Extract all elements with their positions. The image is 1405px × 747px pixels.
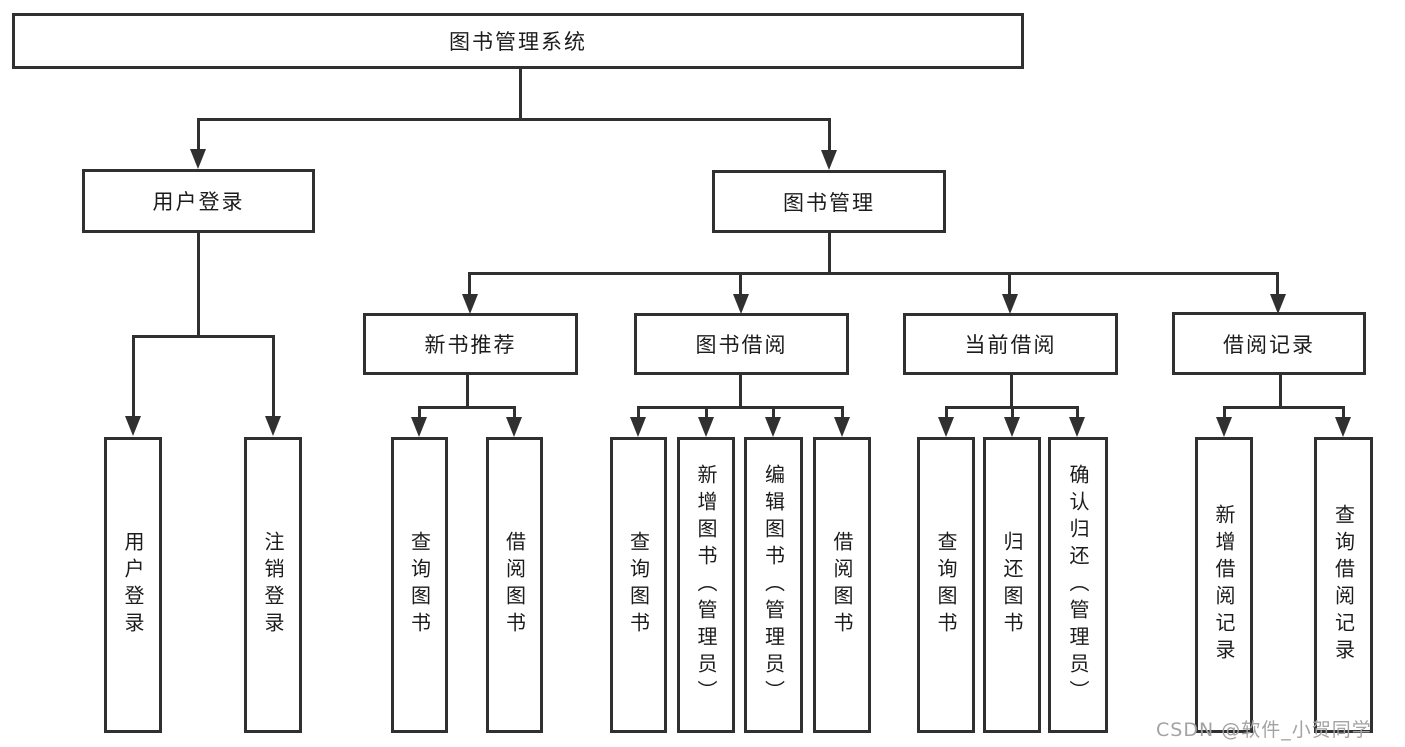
edge-stub-user-login bbox=[197, 118, 200, 151]
leaf-user-login: 用户登录 bbox=[104, 437, 162, 733]
leaf-recommend-query-book: 查询图书 bbox=[391, 437, 448, 733]
node-user-login-label: 用户登录 bbox=[152, 190, 245, 214]
arrow-to-book-management bbox=[821, 150, 837, 170]
arrow-to-new-book-recommend bbox=[462, 294, 478, 314]
edge-stub-bb-add bbox=[705, 406, 708, 420]
leaf-borrowing-add-book-label: 新增图书（管理员） bbox=[694, 463, 718, 707]
edge-book-management-stem bbox=[828, 233, 831, 272]
csdn-watermark: CSDN @软件_小贺同学 bbox=[1156, 719, 1372, 741]
edge-user-login-branch bbox=[132, 335, 275, 338]
edge-stub-leaf-logout bbox=[272, 335, 275, 416]
leaf-records-query-record: 查询借阅记录 bbox=[1314, 437, 1373, 733]
edge-stub-current-borrowing bbox=[1008, 272, 1011, 296]
leaf-current-query-book-label: 查询图书 bbox=[934, 531, 958, 639]
leaf-borrowing-add-book: 新增图书（管理员） bbox=[677, 437, 735, 733]
arrow-to-bb-edit bbox=[765, 417, 781, 437]
arrow-to-cb-query bbox=[938, 417, 954, 437]
leaf-borrowing-edit-book: 编辑图书（管理员） bbox=[744, 437, 803, 733]
leaf-records-add-record: 新增借阅记录 bbox=[1195, 437, 1253, 733]
leaf-borrowing-query-book-label: 查询图书 bbox=[626, 531, 651, 639]
edge-recommend-stem bbox=[466, 375, 469, 406]
edge-stub-bb-edit bbox=[772, 406, 775, 420]
edge-root-stem bbox=[519, 69, 522, 118]
edge-stub-book-management bbox=[828, 118, 831, 151]
leaf-borrowing-edit-book-label: 编辑图书（管理员） bbox=[761, 463, 786, 707]
node-current-borrowing: 当前借阅 bbox=[903, 313, 1118, 375]
node-borrowing-records: 借阅记录 bbox=[1172, 312, 1366, 375]
arrow-to-rec-borrow bbox=[506, 417, 522, 437]
arrow-to-book-borrowing bbox=[733, 294, 749, 314]
node-new-book-recommend-label: 新书推荐 bbox=[424, 333, 517, 357]
arrow-to-borrowing-records bbox=[1270, 294, 1286, 314]
edge-stub-bb-borrow bbox=[841, 406, 844, 420]
node-book-management: 图书管理 bbox=[712, 170, 946, 233]
node-root: 图书管理系统 bbox=[12, 13, 1024, 69]
edge-stub-rec-borrow bbox=[513, 406, 516, 420]
edge-borrowing-stem bbox=[739, 375, 742, 406]
leaf-borrowing-query-book: 查询图书 bbox=[610, 437, 667, 733]
node-book-borrowing-label: 图书借阅 bbox=[695, 333, 788, 357]
edge-current-stem bbox=[1010, 375, 1013, 406]
arrow-to-bb-query bbox=[630, 417, 646, 437]
node-new-book-recommend: 新书推荐 bbox=[363, 313, 578, 375]
edge-borrowing-branch bbox=[637, 406, 844, 409]
leaf-recommend-query-book-label: 查询图书 bbox=[407, 531, 432, 639]
leaf-recommend-borrow-book-label: 借阅图书 bbox=[502, 531, 527, 639]
leaf-current-query-book: 查询图书 bbox=[917, 437, 975, 733]
node-user-login: 用户登录 bbox=[82, 169, 315, 233]
arrow-to-br-add bbox=[1216, 417, 1232, 437]
node-borrowing-records-label: 借阅记录 bbox=[1223, 332, 1315, 357]
node-book-borrowing: 图书借阅 bbox=[634, 313, 849, 375]
leaf-current-confirm-return-label: 确认归还（管理员） bbox=[1066, 463, 1090, 707]
edge-stub-rec-query bbox=[418, 406, 421, 420]
leaf-current-confirm-return: 确认归还（管理员） bbox=[1048, 437, 1108, 733]
arrow-to-leaf-user-login bbox=[125, 416, 141, 436]
leaf-current-return-book-label: 归还图书 bbox=[1000, 531, 1024, 639]
node-current-borrowing-label: 当前借阅 bbox=[964, 333, 1057, 357]
arrow-to-cb-confirm bbox=[1069, 417, 1085, 437]
edge-stub-cb-confirm bbox=[1076, 406, 1079, 420]
leaf-logout: 注销登录 bbox=[244, 437, 302, 733]
arrow-to-user-login bbox=[190, 149, 206, 169]
edge-stub-new-book-recommend bbox=[468, 272, 471, 296]
arrow-to-cb-return bbox=[1004, 417, 1020, 437]
leaf-records-add-record-label: 新增借阅记录 bbox=[1212, 504, 1236, 666]
edge-recommend-branch bbox=[418, 406, 516, 409]
edge-stub-leaf-user-login bbox=[132, 335, 135, 416]
edge-stub-cb-return bbox=[1011, 406, 1014, 420]
edge-user-login-stem bbox=[197, 233, 200, 335]
edge-stub-cb-query bbox=[945, 406, 948, 420]
arrow-to-current-borrowing bbox=[1002, 294, 1018, 314]
leaf-recommend-borrow-book: 借阅图书 bbox=[486, 437, 543, 733]
arrow-to-leaf-logout bbox=[265, 416, 281, 436]
edge-stub-br-query bbox=[1342, 406, 1345, 420]
node-book-management-label: 图书管理 bbox=[783, 190, 875, 215]
arrow-to-bb-add bbox=[698, 417, 714, 437]
arrow-to-br-query bbox=[1335, 417, 1351, 437]
edge-stub-br-add bbox=[1223, 406, 1226, 420]
edge-stub-borrowing-records bbox=[1276, 272, 1279, 296]
leaf-logout-label: 注销登录 bbox=[261, 531, 285, 639]
leaf-records-query-record-label: 查询借阅记录 bbox=[1331, 504, 1356, 666]
leaf-borrowing-borrow-book: 借阅图书 bbox=[813, 437, 871, 733]
leaf-borrowing-borrow-book-label: 借阅图书 bbox=[830, 531, 854, 639]
edge-level2-branch bbox=[197, 118, 831, 121]
edge-stub-bb-query bbox=[637, 406, 640, 420]
leaf-current-return-book: 归还图书 bbox=[983, 437, 1041, 733]
edge-records-branch bbox=[1223, 406, 1344, 409]
arrow-to-bb-borrow bbox=[834, 417, 850, 437]
leaf-user-login-label: 用户登录 bbox=[121, 531, 145, 639]
arrow-to-rec-query bbox=[411, 417, 427, 437]
edge-level3-branch bbox=[468, 272, 1279, 275]
node-root-label: 图书管理系统 bbox=[449, 30, 587, 54]
edge-records-stem bbox=[1279, 375, 1282, 406]
edge-stub-book-borrowing bbox=[739, 272, 742, 296]
